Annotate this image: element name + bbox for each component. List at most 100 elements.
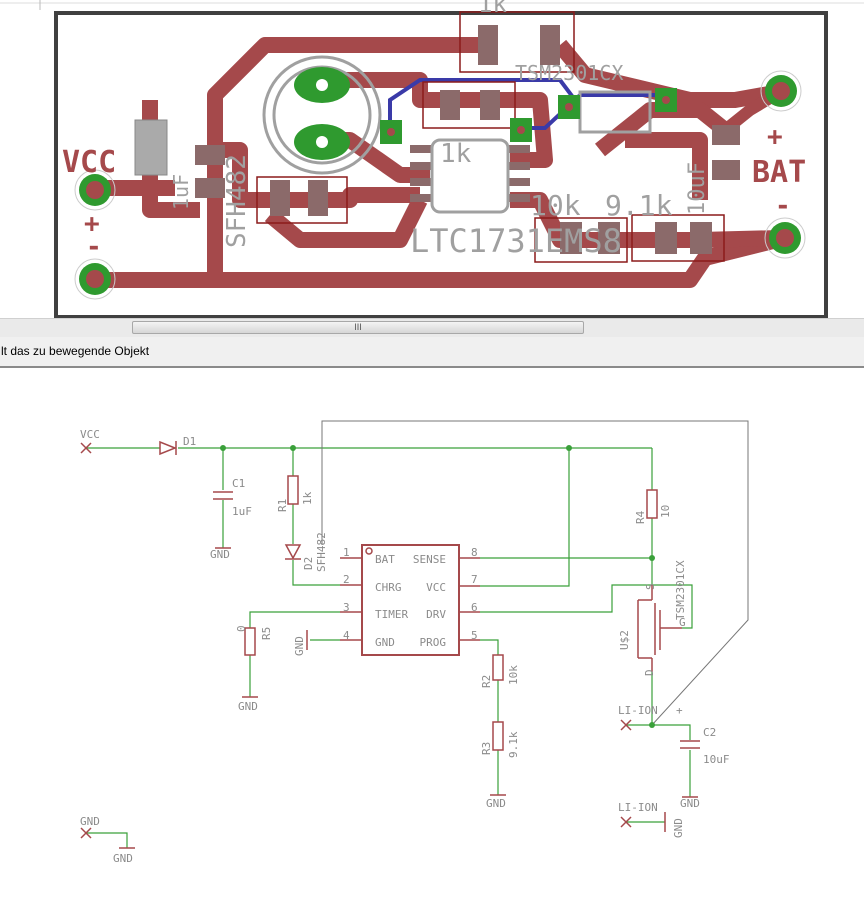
resistor-r1 [287,475,299,505]
c1-gnd-label: GND [210,548,230,561]
board-canvas[interactable]: VCC + - BAT + - 1k TSM2301CX SFH482 1uF … [0,0,864,319]
ic-pin-name-vcc: VCC [426,581,446,594]
pad-vcc-plus [74,169,116,211]
r4-value: 10 [659,505,672,518]
ic-gnd-label: GND [293,636,306,656]
ic-pin-num-8: 8 [471,546,478,559]
plus-left-label: + [84,209,100,239]
liion-plus-label: LI-ION [618,704,658,717]
c2-gnd-label: GND [680,797,700,810]
bottom-trace [388,78,672,130]
symbols [80,440,700,849]
q-label: U$2 [618,630,631,650]
capacitor-c2 [680,740,700,798]
liion-minus-x [620,816,632,828]
led-pads [294,67,350,160]
d1-label: D1 [183,435,196,448]
resistor-r2 [492,654,504,681]
r-mid-value-label: 1k [440,139,472,169]
q-pin-s: S [644,583,657,590]
smd-pads [195,25,740,254]
r4-label: R4 [634,510,647,524]
scrollbar-thumb[interactable]: III [132,321,584,334]
c2-value-label: 10uF [685,162,710,215]
ic-pin-name-gnd: GND [375,636,395,649]
ic-pin-name-timer: TIMER [375,608,408,621]
r1-value: 1k [301,491,314,505]
airwire [321,420,749,726]
r5-gnd-label: GND [238,700,258,713]
r1-value-label: 1k [478,0,507,18]
gnd-port-symbol-label: GND [113,852,133,865]
board-outline [54,11,828,319]
capacitor-c1 [213,491,233,549]
r1-label: R1 [276,499,289,512]
ic-pin-num-3: 3 [343,601,350,614]
ic-pin-name-sense: SENSE [413,553,446,566]
diode-d1 [159,440,178,456]
through-hole-pads[interactable] [74,70,806,300]
ic-pin-num-6: 6 [471,601,478,614]
resistor-r5 [244,627,256,656]
ic-pin-name-prog: PROG [420,636,447,649]
liion-plus-sign: + [676,704,683,717]
vias [380,88,677,144]
r3-label: R3 [480,742,493,755]
ic-pin-name-chrg: CHRG [375,581,402,594]
resistor-r4 [646,489,658,519]
led-name-label: SFH482 [222,154,252,248]
r5-label: R5 [260,627,273,640]
c2-label: C2 [703,726,716,739]
ic-pin-num-5: 5 [471,629,478,642]
minus-left-label: - [86,232,102,262]
ic-pin-name-drv: DRV [426,608,446,621]
board-layout-view[interactable]: VCC + - BAT + - 1k TSM2301CX SFH482 1uF … [0,0,864,319]
board-labels: VCC + - BAT + - 1k TSM2301CX SFH482 1uF … [62,0,806,262]
r3-gnd-label: GND [486,797,506,810]
minus-right-label: - [775,191,791,221]
nets [86,447,693,848]
ic-pin-name-bat: BAT [375,553,395,566]
gnd-port-label: GND [80,815,100,828]
q-name-label: TSM2301CX [515,61,623,85]
c1-value-label: 1uF [169,174,193,210]
ic-pin-num-7: 7 [471,573,478,586]
mosfet-q [637,585,682,672]
schematic-labels: VCC D1 C1 1uF GND R1 1k D2 SFH482 1 2 3 … [80,428,730,865]
component-outlines [256,11,725,263]
q-pin-d: D [643,669,656,676]
schematic-view[interactable]: VCC D1 C1 1uF GND R1 1k D2 SFH482 1 2 3 … [0,372,864,909]
c2-value: 10uF [703,753,730,766]
horizontal-scrollbar[interactable]: III [0,318,864,338]
r5-value: 0 [235,625,248,632]
plus-right-label: + [767,122,783,152]
vcc-label: VCC [62,145,116,180]
ic-name-label: LTC1731EMS8 [410,222,622,260]
junctions [220,445,655,728]
ic-pin-num-4: 4 [343,629,350,642]
q-pin-g: G [679,616,686,629]
pad-bat-plus [760,70,802,112]
liion-minus-gnd-label: GND [672,818,685,838]
r2-value-label: 10k [530,189,581,222]
r3-value-label: 9.1k [605,189,673,222]
status-bar: lt das zu bewegende Objekt [0,337,864,368]
schematic-canvas[interactable]: VCC D1 C1 1uF GND R1 1k D2 SFH482 1 2 3 … [0,372,864,909]
bat-label: BAT [752,155,806,190]
pad-bat-minus [764,217,806,259]
diode-body [134,119,168,176]
ic-body [361,544,460,656]
led-d2 [284,544,302,560]
ic-pin-num-1: 1 [343,546,350,559]
q-value: TSM2301CX [674,560,687,620]
r2-value: 10k [507,665,520,685]
liion-plus-x [620,719,632,731]
liion-minus-label: LI-ION [618,801,658,814]
gnd-port-x [80,827,92,839]
vcc-port-x [80,442,92,454]
d2-label: D2 [302,557,315,570]
c1-label: C1 [232,477,245,490]
vcc-port-label: VCC [80,428,100,441]
pad-vcc-minus [74,258,116,300]
ic-pin1-marker [365,547,373,555]
